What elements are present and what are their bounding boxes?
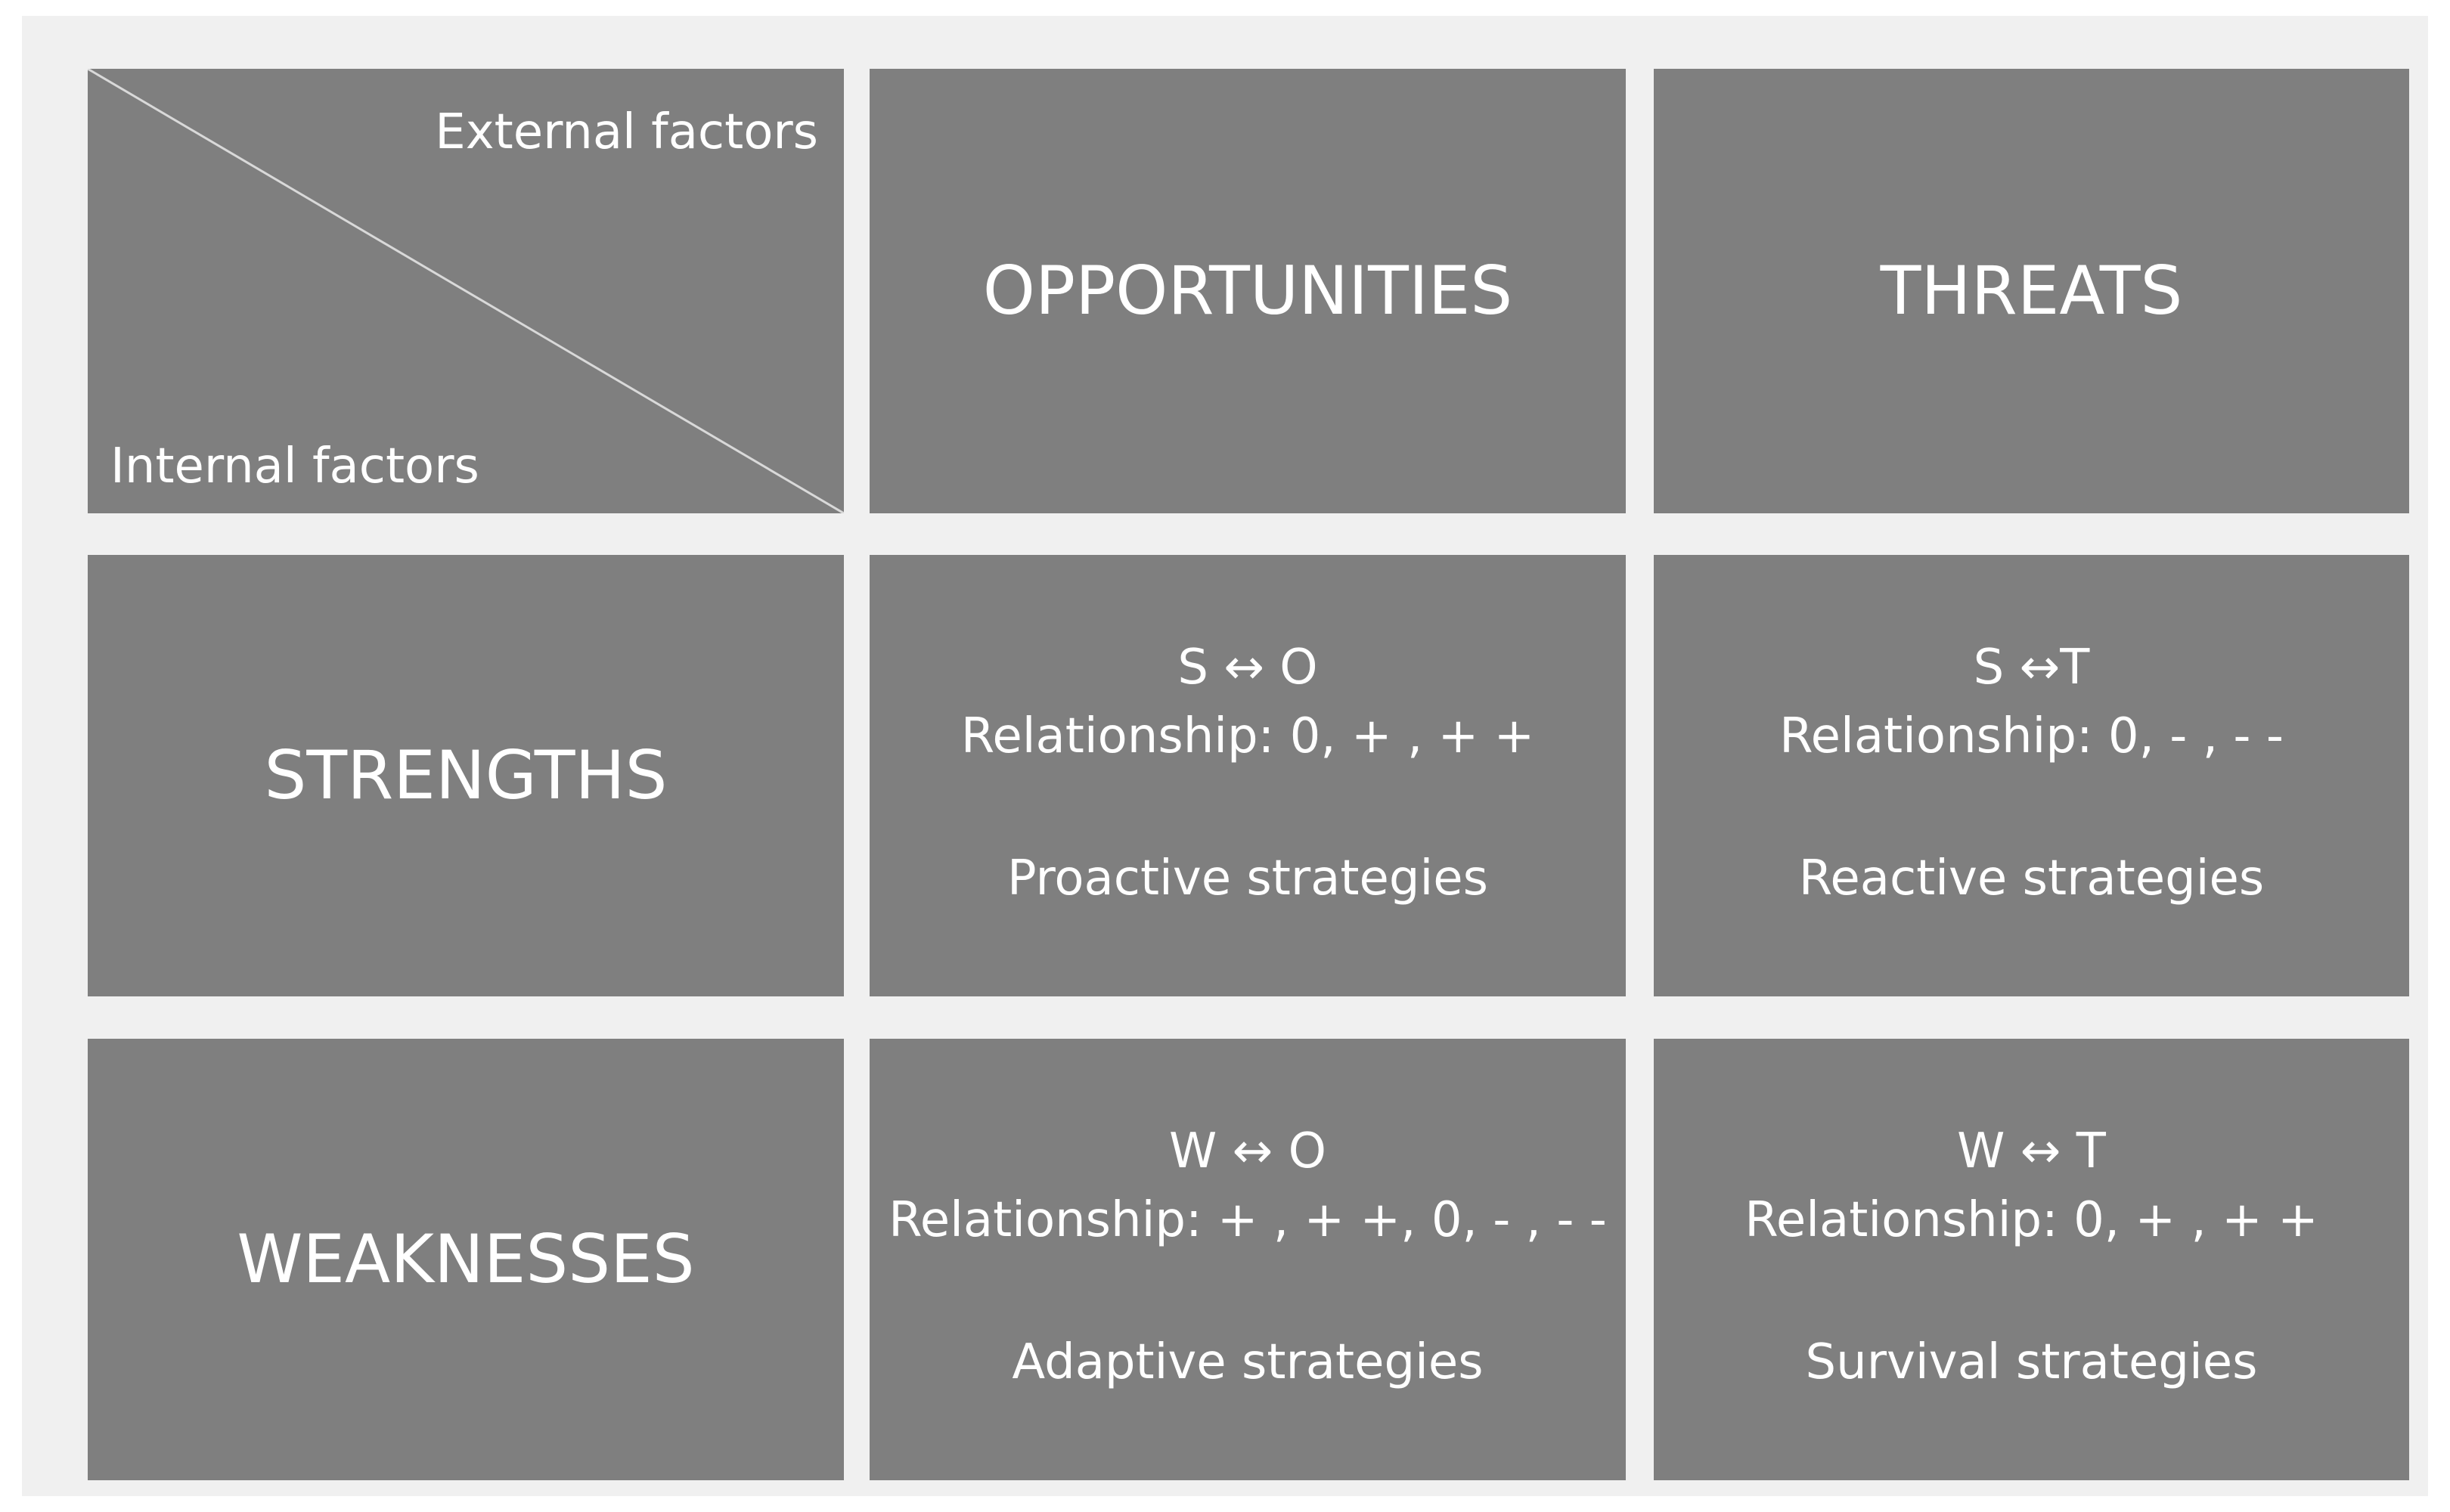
strengths-header: STRENGTHS [88, 555, 844, 996]
strengths-label: STRENGTHS [264, 736, 668, 814]
relationship-label: Relationship: 0, - , - - [1779, 708, 2284, 764]
pair-label: W ↔ O [1169, 1123, 1326, 1179]
swot-matrix: External factors Internal factors OPPORT… [22, 16, 2428, 1496]
weaknesses-header: WEAKNESSES [88, 1039, 844, 1480]
relationship-label: Relationship: + , + +, 0, - , - - [889, 1192, 1607, 1248]
cell-weaknesses-opportunities: W ↔ O Relationship: + , + +, 0, - , - - … [870, 1039, 1626, 1480]
internal-factors-label: Internal factors [110, 438, 479, 494]
pair-label: S ↔T [1973, 640, 2090, 696]
external-factors-label: External factors [435, 104, 818, 160]
relationship-label: Relationship: 0, + , + + [1744, 1192, 2318, 1248]
pair-label: S ↔ O [1177, 640, 1318, 696]
weaknesses-label: WEAKNESSES [237, 1220, 695, 1298]
strategy-label: Adaptive strategies [1012, 1334, 1484, 1390]
diagonal-divider [88, 69, 844, 513]
cell-weaknesses-threats: W ↔ T Relationship: 0, + , + + Survival … [1654, 1039, 2409, 1480]
threats-label: THREATS [1880, 252, 2183, 330]
cell-strengths-threats: S ↔T Relationship: 0, - , - - Reactive s… [1654, 555, 2409, 996]
opportunities-label: OPPORTUNITIES [982, 252, 1513, 330]
strategy-label: Reactive strategies [1798, 850, 2265, 906]
relationship-label: Relationship: 0, + , + + [960, 708, 1535, 764]
cell-strengths-opportunities: S ↔ O Relationship: 0, + , + + Proactive… [870, 555, 1626, 996]
threats-header: THREATS [1654, 69, 2409, 513]
strategy-label: Survival strategies [1805, 1334, 2258, 1390]
corner-cell: External factors Internal factors [88, 69, 844, 513]
opportunities-header: OPPORTUNITIES [870, 69, 1626, 513]
pair-label: W ↔ T [1957, 1123, 2106, 1179]
strategy-label: Proactive strategies [1007, 850, 1488, 906]
